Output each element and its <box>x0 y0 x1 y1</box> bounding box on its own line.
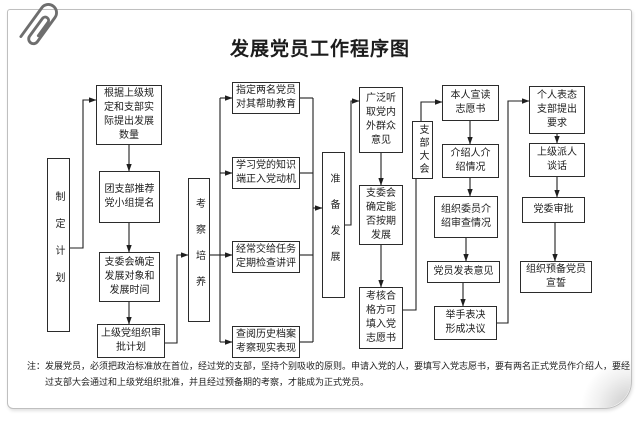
flow-node-branch-meeting: 支部大会 <box>412 121 433 179</box>
page-curl-corner <box>579 356 631 408</box>
flow-node-plan: 制定计划 <box>47 158 70 332</box>
flow-node-helpers: 指定两名党员 对其帮助教育 <box>232 82 300 114</box>
flow-node-qualified: 考核合 格方可 填入党 志愿书 <box>359 287 403 349</box>
flow-edge <box>403 179 417 311</box>
flow-node-member-opinions: 党员发表意见 <box>427 261 500 283</box>
page-title: 发展党员工作程序图 <box>229 38 410 60</box>
footnote-line: 发展党员，必须把政治标准放在首位，经过党的支部，坚持个别吸收的原则。申请入党的人… <box>45 362 631 372</box>
flow-node-read-application: 本人宣读 志愿书 <box>442 85 499 121</box>
footnote-text: 发展党员，必须把政治标准放在首位，经过党的支部，坚持个别吸收的原则。申请入党的人… <box>45 359 630 391</box>
flow-node-personal-statement: 个人表态 支部提出 要求 <box>529 86 585 134</box>
flow-node-superior-talk: 上级派人 谈话 <box>529 143 585 177</box>
flow-node-opinions: 广泛听 取党内 外群众 意见 <box>359 87 403 153</box>
footnote: 注： 发展党员，必须把政治标准放在首位，经过党的支部，坚持个别吸收的原则。申请入… <box>27 359 630 391</box>
flow-edge <box>70 97 97 249</box>
flow-edge <box>165 252 189 344</box>
flow-node-schedule: 支委会 确定能 否按期 发展 <box>359 185 403 245</box>
flow-node-approve-plan: 上级党组织审 批计划 <box>97 324 165 358</box>
flow-node-recommend: 团支部推荐 党小组提名 <box>99 171 160 223</box>
paperclip-icon <box>19 3 58 46</box>
flow-node-introducers: 介绍人介 绍情况 <box>442 144 499 178</box>
flow-edge <box>345 98 360 226</box>
flow-node-study: 学习党的知识 端正入党动机 <box>232 157 300 189</box>
flow-node-quota: 根据上级规 定和支部实 际提出发展 数量 <box>96 85 162 145</box>
flow-node-confirm-targets: 支委会确定 发展对象和 发展时间 <box>99 252 160 302</box>
flow-node-cultivate: 考察培养 <box>188 178 210 322</box>
footnote-line: 过支部大会通过和上级党组织批准，并且经过预备期的考察，才能成为正式党员。 <box>45 378 370 388</box>
flow-node-vote: 举手表决 形成决议 <box>434 306 497 340</box>
flow-node-tasks: 经常交给任务 定期检查讲评 <box>232 241 300 273</box>
flow-node-committee-approval: 党委审批 <box>522 197 585 223</box>
footnote-label: 注： <box>27 362 46 372</box>
flow-node-archives: 查阅历史档案 考察现实表现 <box>232 326 300 358</box>
flow-node-prepare: 准备发展 <box>322 152 345 298</box>
flow-node-oath: 组织预备党员 宣誓 <box>520 261 592 293</box>
flow-edge <box>497 98 530 324</box>
flow-node-committee-review: 组织委员介 绍审查情况 <box>434 196 498 238</box>
flow-edge <box>420 99 443 121</box>
